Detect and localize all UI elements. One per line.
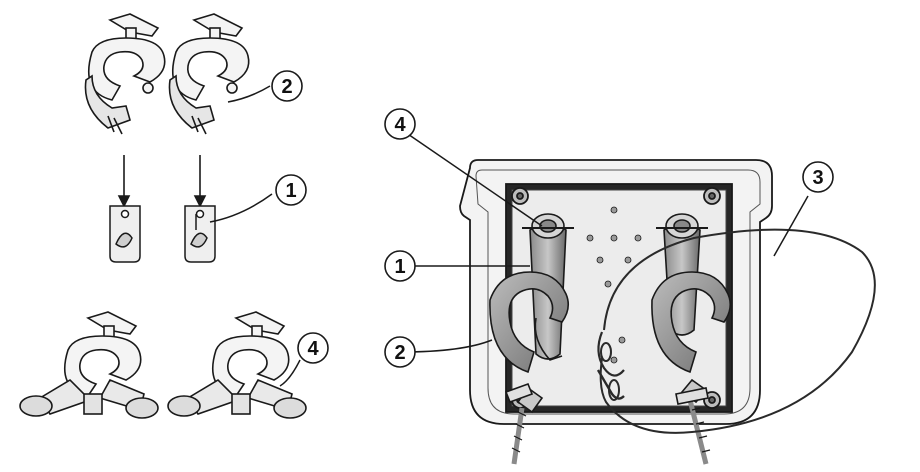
left-mount-assembly — [489, 213, 574, 465]
bracket-pair — [109, 205, 216, 263]
callout-right-cable: 3 — [802, 161, 834, 193]
callout-left-stand: 4 — [297, 332, 329, 364]
safety-cable — [596, 228, 876, 434]
half-coupler-clamp-icon — [84, 13, 166, 135]
callout-number: 4 — [307, 338, 319, 360]
clamp-pair-with-stands — [19, 311, 307, 419]
mounting-bracket-icon — [109, 205, 141, 263]
clamp-pair-top — [84, 13, 250, 135]
callout-right-clamp: 2 — [384, 336, 416, 368]
callout-number: 4 — [394, 114, 406, 136]
callout-number: 2 — [394, 342, 405, 364]
half-coupler-clamp-icon — [168, 13, 250, 135]
insertion-arrows — [117, 155, 207, 208]
callout-number: 1 — [285, 180, 296, 202]
callout-number: 2 — [281, 76, 292, 98]
clamp-with-foot-stand-icon — [19, 311, 159, 419]
callout-right-bolt: 4 — [384, 108, 416, 140]
callout-number: 1 — [394, 256, 405, 278]
callout-right-bracket: 1 — [384, 250, 416, 282]
callout-left-bracket: 1 — [275, 174, 307, 206]
clamp-with-foot-stand-icon — [167, 311, 307, 419]
plate-holes — [586, 206, 642, 364]
right-mount-assembly — [651, 213, 732, 465]
mounting-bracket-icon — [184, 205, 216, 263]
callout-left-clamp: 2 — [271, 70, 303, 102]
callout-number: 3 — [812, 167, 823, 189]
